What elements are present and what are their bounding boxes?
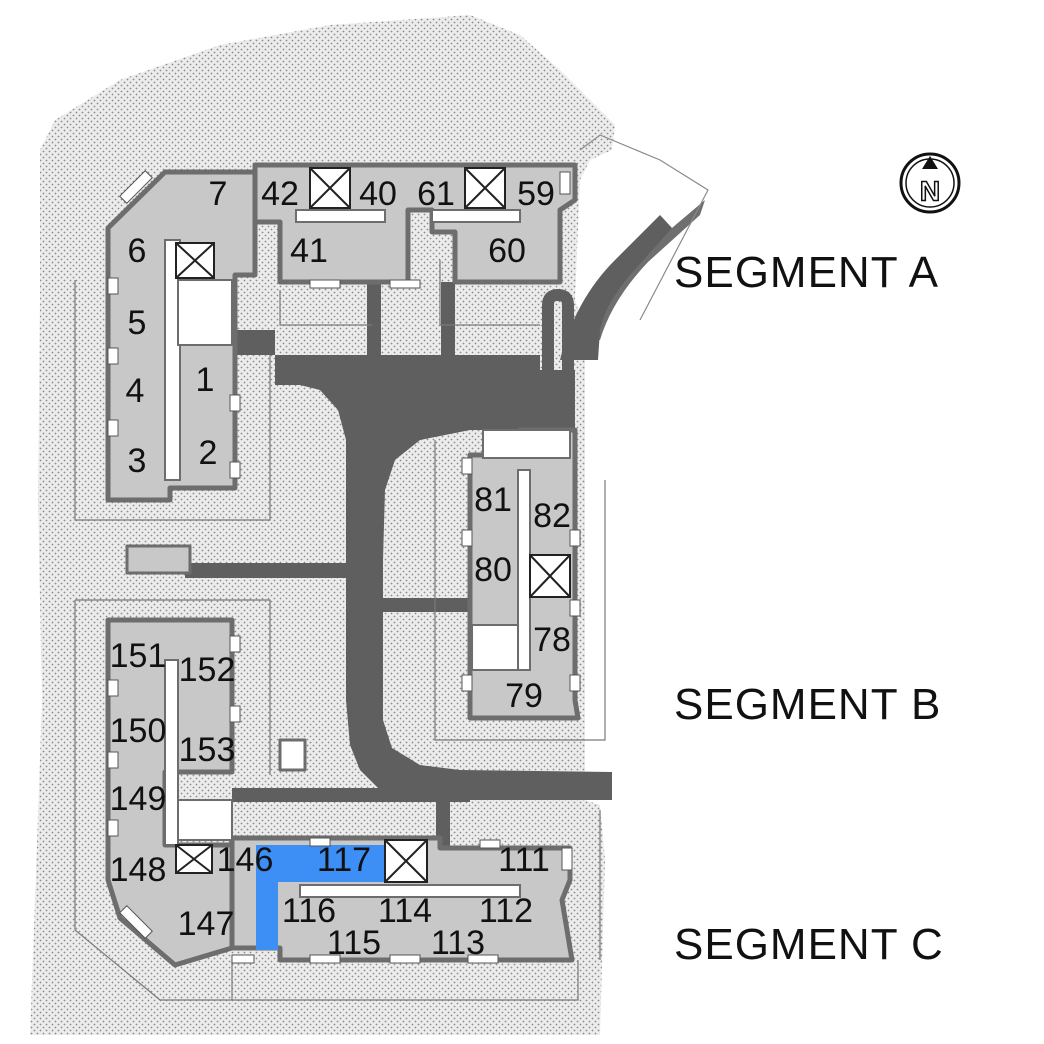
- unit-label-116[interactable]: 116: [282, 892, 336, 930]
- balcony-marks: [107, 171, 581, 964]
- corridor-a-north-2: [431, 209, 521, 223]
- unit-label-148[interactable]: 148: [110, 851, 167, 889]
- corridor-b: [517, 469, 531, 671]
- unit-label-115[interactable]: 115: [327, 924, 381, 962]
- segment-c-label: SEGMENT C: [674, 920, 944, 969]
- unit-label-79[interactable]: 79: [505, 677, 543, 715]
- road-connector-a1: [367, 282, 381, 355]
- unit-label-5[interactable]: 5: [128, 304, 147, 342]
- road-spur-south: [232, 788, 470, 802]
- unit-label-78[interactable]: 78: [533, 621, 571, 659]
- entrance-line: [579, 134, 709, 321]
- unit-label-3[interactable]: 3: [128, 442, 147, 480]
- road-connector-west: [232, 330, 275, 355]
- road-hairpin: [522, 288, 574, 432]
- stair-boxes: [175, 167, 571, 883]
- unit-label-4[interactable]: 4: [126, 372, 145, 410]
- unit-117-highlight[interactable]: [256, 845, 385, 950]
- unit-label-80[interactable]: 80: [474, 551, 512, 589]
- road-main-loop: [275, 355, 612, 800]
- building-kiosk: [278, 738, 307, 772]
- corridor-a-north-1: [295, 209, 386, 223]
- core-b: [482, 429, 571, 459]
- north-arrow-icon: N: [899, 152, 961, 214]
- unit-label-111[interactable]: 111: [498, 841, 550, 879]
- road-spur-west: [185, 563, 346, 578]
- unit-label-149[interactable]: 149: [110, 780, 167, 818]
- segment-a-label: SEGMENT A: [674, 248, 939, 297]
- road-network: [185, 200, 705, 848]
- unit-label-113[interactable]: 113: [431, 924, 485, 962]
- unit-label-117[interactable]: 117: [317, 841, 371, 879]
- unit-label-147[interactable]: 147: [178, 905, 235, 943]
- unit-label-146[interactable]: 146: [217, 841, 274, 879]
- road-spur-east: [383, 598, 470, 612]
- corridors: [164, 209, 571, 898]
- stair-box-icon: [529, 554, 571, 598]
- stair-box-icon: [384, 839, 428, 883]
- unit-labels: 7 42 40 61 59 6 41 60 5 1 4 3 2 81 82 80…: [110, 175, 571, 962]
- corridor-c-south: [299, 884, 521, 898]
- lot-lines: [74, 260, 606, 1001]
- stair-box-icon: [309, 167, 351, 209]
- unit-label-1[interactable]: 1: [196, 361, 215, 399]
- road-curve-outer: [575, 200, 705, 340]
- unit-label-41[interactable]: 41: [290, 232, 328, 270]
- core-a-west: [177, 279, 233, 346]
- unit-label-114[interactable]: 114: [378, 892, 432, 930]
- unit-label-82[interactable]: 82: [533, 497, 571, 535]
- core-c-west: [177, 799, 233, 841]
- unit-label-60[interactable]: 60: [488, 232, 526, 270]
- segment-b-label: SEGMENT B: [674, 680, 942, 729]
- unit-label-42[interactable]: 42: [261, 175, 299, 213]
- unit-label-150[interactable]: 150: [110, 712, 167, 750]
- corridor-a-west: [164, 239, 181, 481]
- unit-label-152[interactable]: 152: [179, 651, 236, 689]
- compass-letter: N: [920, 176, 940, 207]
- corridor-c-west: [164, 659, 179, 846]
- core-b-south: [471, 624, 519, 671]
- corner-hatches: [119, 170, 153, 939]
- unit-label-61[interactable]: 61: [417, 175, 455, 213]
- road-connector-a2: [441, 282, 455, 355]
- unit-label-59[interactable]: 59: [517, 175, 555, 213]
- stair-box-icon: [175, 242, 215, 279]
- unit-label-40[interactable]: 40: [359, 175, 397, 213]
- unit-label-7[interactable]: 7: [209, 175, 228, 213]
- unit-label-2[interactable]: 2: [199, 434, 218, 472]
- unit-label-6[interactable]: 6: [128, 232, 147, 270]
- unit-label-112[interactable]: 112: [479, 892, 533, 930]
- unit-label-151[interactable]: 151: [110, 637, 167, 675]
- stair-box-icon: [464, 167, 506, 209]
- building-utility: [125, 544, 192, 575]
- unit-label-81[interactable]: 81: [474, 481, 512, 519]
- stair-box-icon: [175, 844, 213, 874]
- unit-label-153[interactable]: 153: [179, 731, 236, 769]
